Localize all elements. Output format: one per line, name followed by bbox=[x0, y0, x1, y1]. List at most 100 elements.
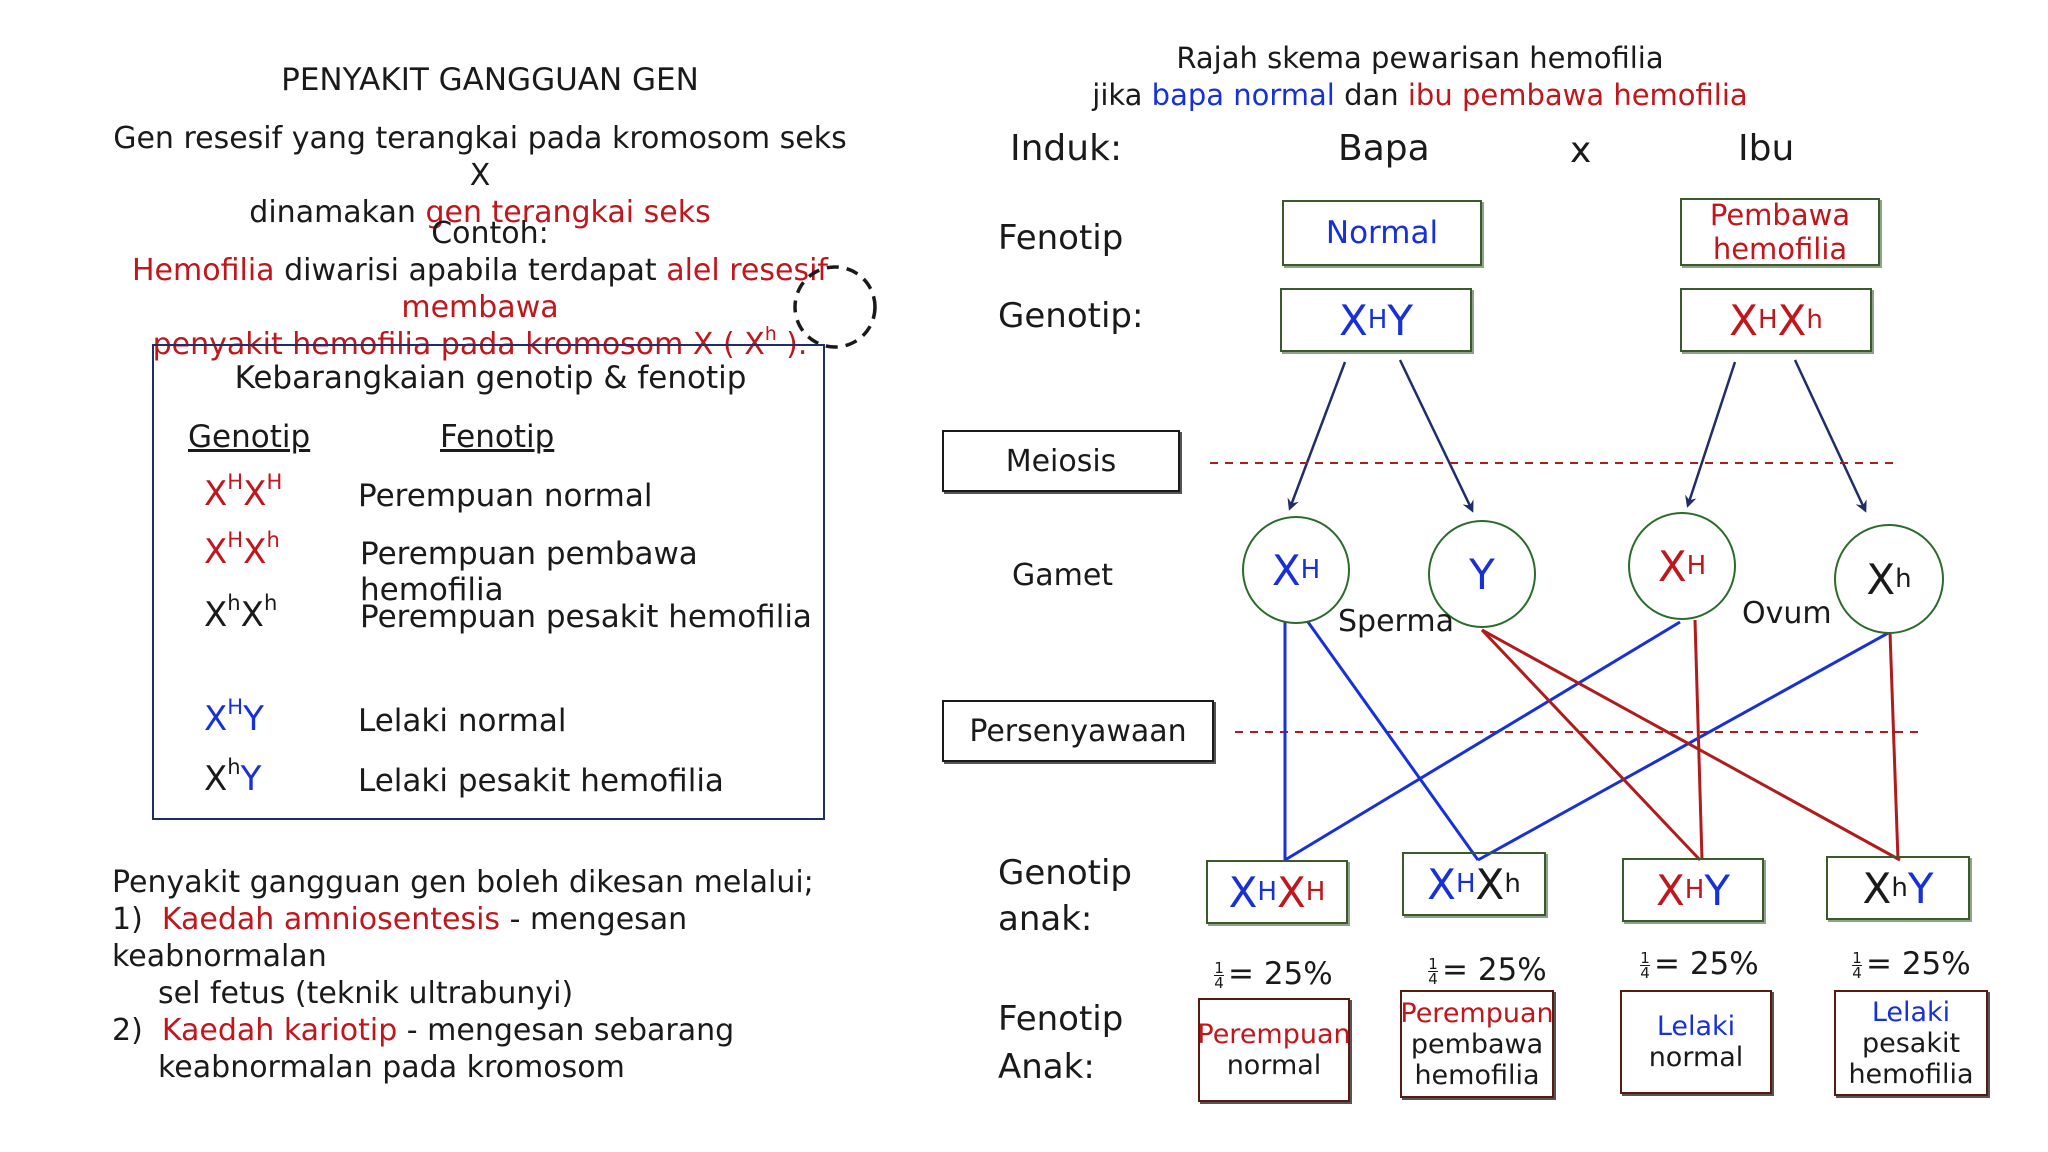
title-prefix: jika bbox=[1092, 78, 1152, 112]
cross-symbol: x bbox=[1570, 130, 1592, 171]
line-red-4 bbox=[1888, 631, 1900, 861]
fraction-bar bbox=[1640, 965, 1650, 966]
fraction-numerator: 1 bbox=[1214, 959, 1224, 977]
allele-base: X bbox=[1862, 863, 1892, 913]
father-phenotype-box: Normal bbox=[1282, 200, 1482, 266]
key-genotype: XhXh bbox=[204, 592, 277, 635]
intro-line-1: Gen resesif yang terangkai pada kromosom… bbox=[113, 121, 847, 193]
bapa-label: Bapa bbox=[1338, 128, 1430, 169]
allele-base: X bbox=[204, 532, 228, 572]
fraction-denominator: 4 bbox=[1852, 964, 1862, 982]
allele-base: X bbox=[1277, 867, 1306, 917]
line-blue-3 bbox=[1284, 620, 1681, 862]
allele-base: Y bbox=[1907, 863, 1934, 913]
line-blue-2 bbox=[1306, 621, 1480, 861]
allele-base: X bbox=[1475, 859, 1505, 909]
gamete-base: Y bbox=[1469, 549, 1495, 599]
ratio-text: = 25% bbox=[1228, 956, 1333, 992]
fraction-bar bbox=[1214, 975, 1224, 976]
ibu-label: Ibu bbox=[1738, 128, 1795, 169]
allele-sup: h bbox=[227, 754, 241, 780]
allele-sup: h bbox=[263, 590, 278, 616]
arrow-father-xh bbox=[1287, 361, 1347, 511]
allele-base: X bbox=[243, 474, 267, 514]
fraction-bar bbox=[1428, 971, 1438, 972]
recessive-allele-term: alel resesif membawa bbox=[401, 253, 828, 325]
allele-base: X bbox=[204, 699, 228, 739]
diagram-title-line-2: jika bapa normal dan ibu pembawa hemofil… bbox=[1050, 77, 1790, 114]
ovum-label: Ovum bbox=[1742, 596, 1832, 631]
induk-label: Induk: bbox=[1010, 128, 1123, 169]
phenotype-line-3: hemofilia bbox=[1848, 1058, 1974, 1090]
meiosis-label: Meiosis bbox=[1005, 443, 1117, 479]
phenotype-line-2: pembawa bbox=[1410, 1028, 1544, 1060]
genotip-anak-label: Genotip anak: bbox=[998, 850, 1132, 942]
line-red-3 bbox=[1693, 619, 1704, 861]
genotip-label: Genotip: bbox=[998, 296, 1144, 336]
phenotype-line-2: normal bbox=[1226, 1050, 1322, 1081]
genotip-anak-line-2: anak: bbox=[998, 899, 1093, 939]
method-1-desc-2: sel fetus (teknik ultrabunyi) bbox=[158, 976, 574, 1011]
key-phenotype: Perempuan pesakit hemofilia bbox=[360, 599, 812, 635]
method-1-name: Kaedah amniosentesis bbox=[161, 902, 501, 937]
mother-phenotype-line-1: Pembawa bbox=[1709, 198, 1851, 232]
fraction-numerator: 1 bbox=[1640, 949, 1650, 967]
fraction-denominator: 4 bbox=[1640, 964, 1650, 982]
key-phenotype: Lelaki pesakit hemofilia bbox=[358, 763, 724, 799]
allele-base: X bbox=[204, 474, 228, 514]
detection-section: Penyakit gangguan gen boleh dikesan mela… bbox=[112, 864, 892, 1086]
allele-base: Y bbox=[1704, 865, 1730, 915]
example-mid: diwarisi apabila terdapat bbox=[274, 253, 667, 288]
diagram-title: Rajah skema pewarisan hemofilia jika bap… bbox=[1050, 40, 1790, 114]
fenotip-label: Fenotip bbox=[998, 218, 1124, 258]
persenyawaan-label: Persenyawaan bbox=[969, 713, 1187, 749]
fraction-bar bbox=[1852, 965, 1862, 966]
mother-allele-2: X bbox=[1777, 295, 1807, 345]
meiosis-box: Meiosis bbox=[942, 430, 1180, 492]
key-col-phenotype: Fenotip bbox=[440, 419, 555, 455]
fraction-numerator: 1 bbox=[1428, 955, 1438, 973]
title-father-normal: bapa normal bbox=[1151, 78, 1335, 112]
arrow-mother-xh bbox=[1685, 361, 1737, 508]
sex-linked-term: gen terangkai seks bbox=[425, 195, 711, 230]
fenotip-anak-label: Fenotip Anak: bbox=[998, 995, 1123, 1091]
fenotip-anak-line-2: Anak: bbox=[998, 1047, 1095, 1087]
gamet-label: Gamet bbox=[1012, 558, 1114, 593]
phenotype-line-3: hemofilia bbox=[1414, 1059, 1540, 1091]
example-label: Contoh: bbox=[431, 216, 549, 251]
key-genotype: XHXh bbox=[204, 529, 280, 572]
ratio-text: = 25% bbox=[1442, 952, 1547, 988]
allele-base: X bbox=[1655, 865, 1685, 915]
method-1-desc: - mengesan keabnormalan bbox=[112, 902, 688, 974]
key-phenotype: Perempuan normal bbox=[358, 478, 653, 514]
intro-line-2: dinamakan gen terangkai seks bbox=[100, 194, 860, 231]
key-title: Kebarangkaian genotip & fenotip bbox=[234, 360, 747, 396]
father-allele-1: X bbox=[1338, 295, 1368, 345]
allele-base: X bbox=[240, 595, 264, 635]
persenyawaan-box: Persenyawaan bbox=[942, 700, 1214, 762]
gamete-father-y: Y bbox=[1428, 520, 1536, 628]
key-phenotype: Perempuan pembawa hemofilia bbox=[360, 536, 698, 608]
father-allele-2: Y bbox=[1387, 295, 1413, 345]
method-2: 2) Kaedah kariotip - mengesan sebarang bbox=[112, 1012, 892, 1049]
detection-intro: Penyakit gangguan gen boleh dikesan mela… bbox=[112, 865, 814, 900]
method-2-desc: - mengesan sebarang bbox=[397, 1013, 735, 1048]
allele-base: X bbox=[1427, 859, 1456, 909]
method-2-name: Kaedah kariotip bbox=[161, 1013, 398, 1048]
allele-base: X bbox=[243, 532, 267, 572]
allele-sup: h bbox=[266, 527, 280, 553]
key-col-genotype: Genotip bbox=[188, 419, 311, 455]
